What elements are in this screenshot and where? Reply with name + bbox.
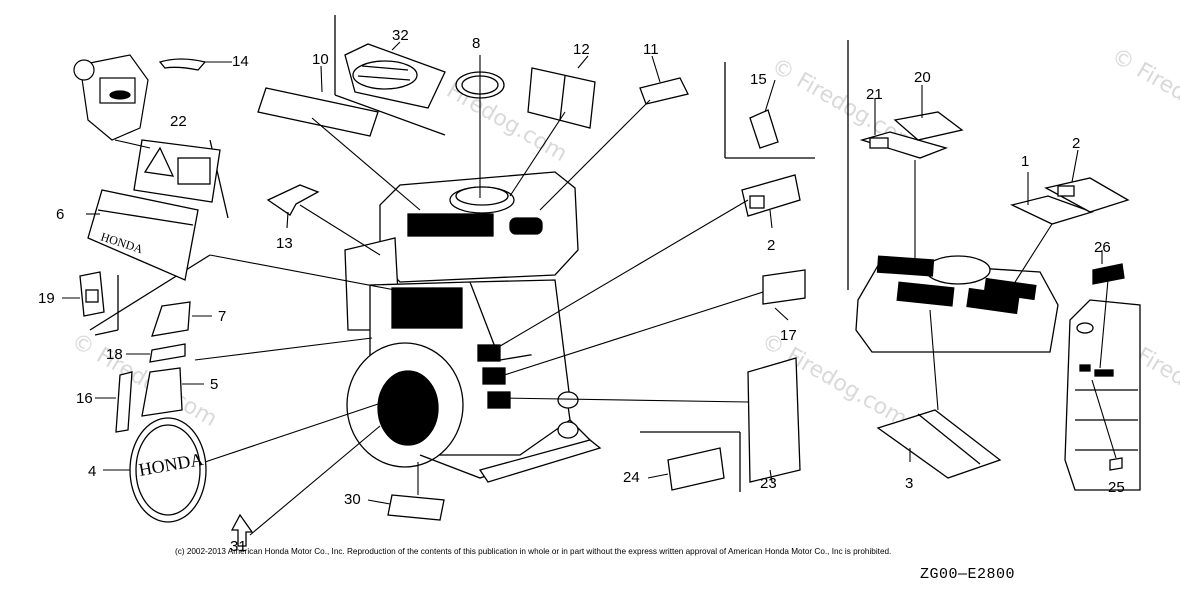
callout-30: 30: [344, 491, 361, 508]
callout-11: 11: [643, 41, 659, 58]
callout-7: 7: [218, 308, 226, 325]
callout-1: 1: [1021, 153, 1029, 170]
watermark-3: © Firedog.com: [1107, 44, 1180, 147]
callout-19: 19: [38, 290, 55, 307]
callout-24: 24: [623, 469, 640, 486]
callout-10: 10: [312, 51, 329, 68]
engine-illustration: [344, 171, 602, 483]
callout-32: 32: [392, 27, 409, 44]
callout-14: 13: [276, 235, 293, 252]
callout-31: 31: [230, 538, 247, 555]
callout-17: 17: [780, 327, 797, 344]
callout-16: 16: [76, 390, 93, 407]
callout-6: 6: [56, 206, 64, 223]
callout-13: 14: [232, 53, 249, 70]
callout-20: 20: [914, 69, 931, 86]
callout-26: 26: [1094, 239, 1111, 256]
callout-2-center: 2: [767, 237, 775, 254]
callout-8: 8: [472, 35, 480, 52]
leader-lines: [62, 41, 1117, 536]
callout-15: 15: [750, 71, 767, 88]
callout-12: 12: [573, 41, 590, 58]
carburetor-illustration: [73, 54, 149, 141]
callout-numbers: 14 22 6 19 7 18 5 16 4 31 13 10 32 8 12 …: [38, 27, 1125, 555]
callout-2-right: 2: [1072, 135, 1080, 152]
copyright-notice: (c) 2002-2013 American Honda Motor Co., …: [175, 547, 892, 556]
callout-3: 3: [905, 475, 913, 492]
watermarks: © Firedog.com © Firedog.com © Firedog.co…: [67, 44, 1180, 432]
callout-18: 18: [106, 346, 123, 363]
callout-22: 23: [760, 475, 777, 492]
engine-side-view: [1064, 299, 1141, 491]
decals: [79, 43, 1130, 547]
watermark-4: © Firedog.com: [67, 329, 221, 432]
callout-25: 25: [1108, 479, 1125, 496]
callout-21: 21: [866, 86, 883, 103]
fuel-tank-view: [855, 255, 1059, 353]
callout-4: 4: [88, 463, 96, 480]
callout-5: 5: [210, 376, 218, 393]
drawing-code: ZG00—E2800: [920, 566, 1016, 583]
callout-23: 22: [170, 113, 187, 130]
